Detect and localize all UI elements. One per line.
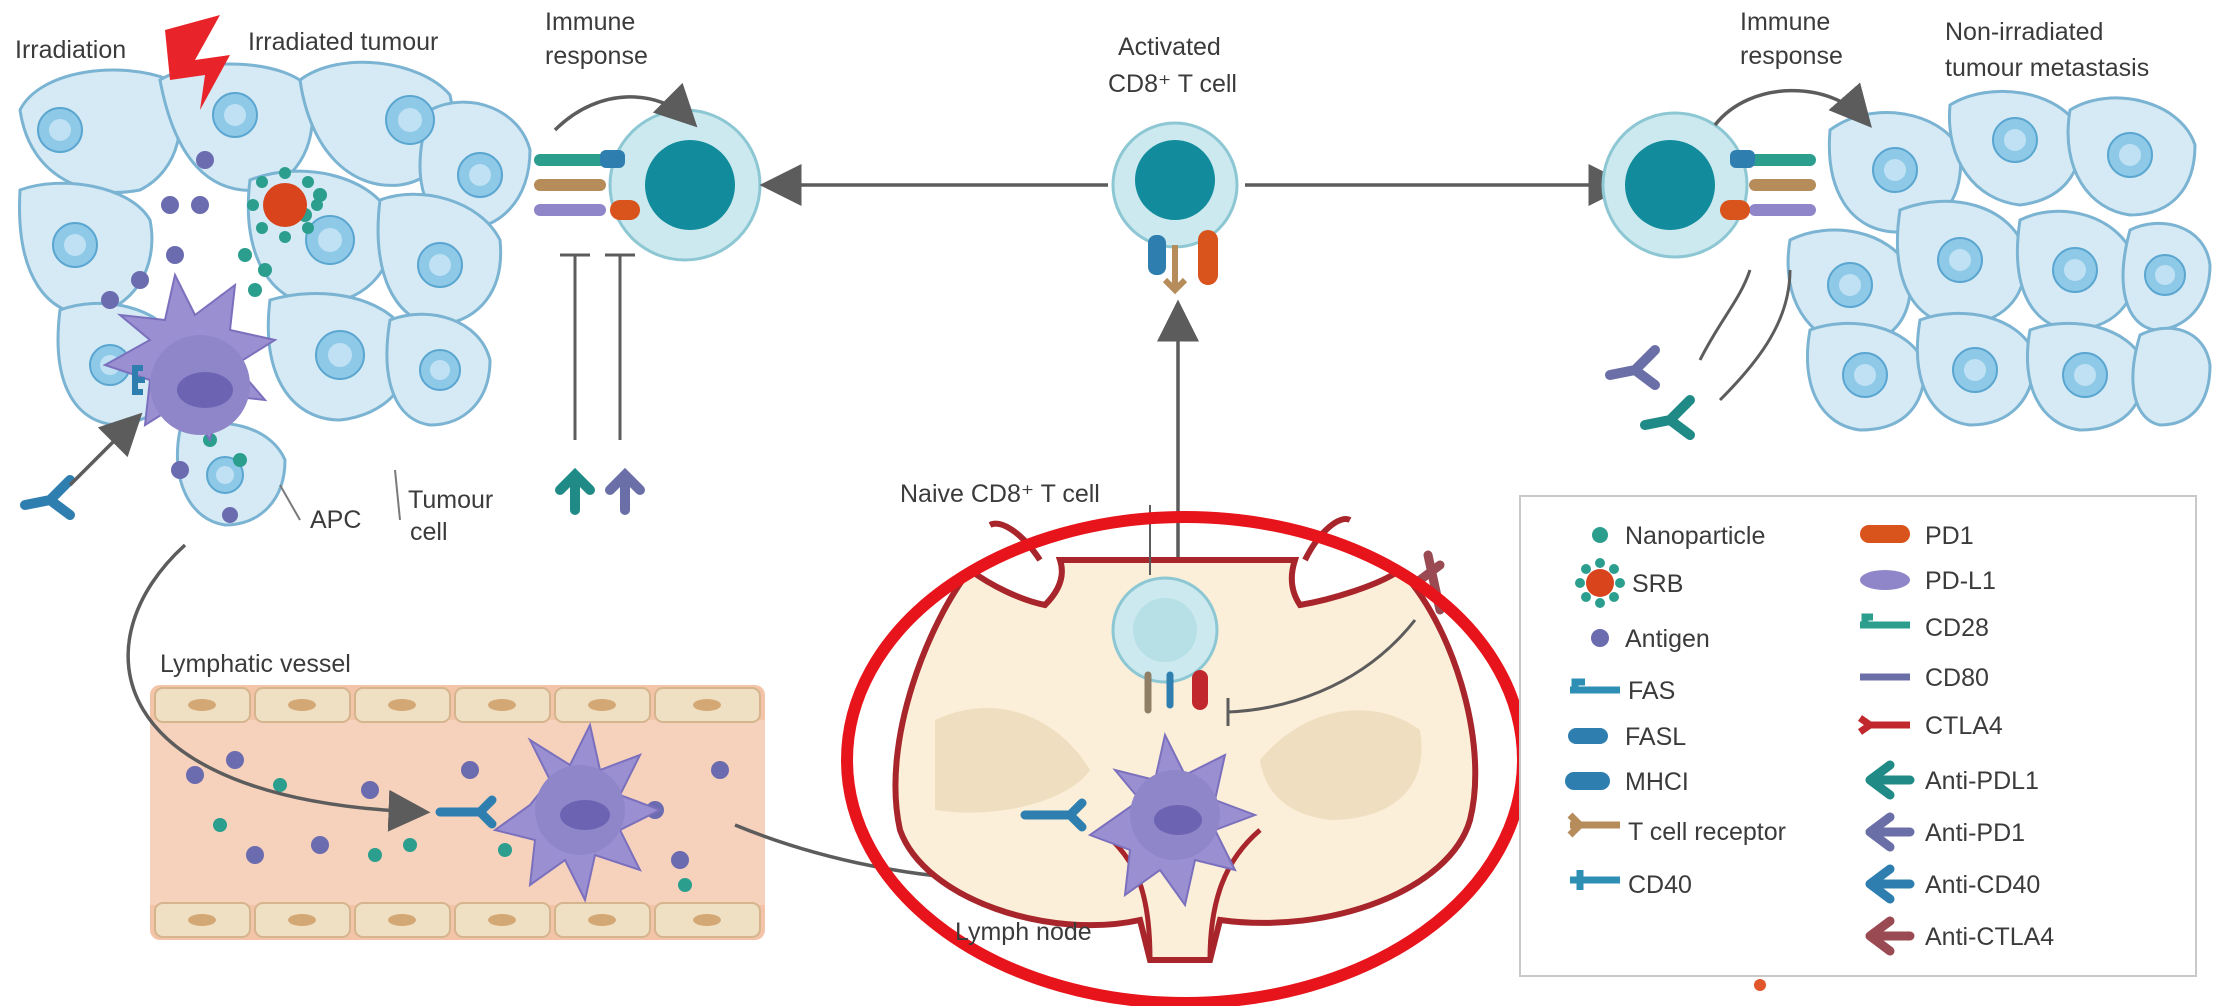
legend-label-pdl1: PD-L1 (1925, 567, 1996, 595)
legend-label-cd80: CD80 (1925, 664, 1989, 692)
legend-label-anti-ctla4: Anti-CTLA4 (1925, 923, 2054, 951)
label-immune-response-right-line2: response (1740, 42, 1843, 70)
legend: Nanoparticle SRB Antigen FAS FASL MHCI T… (1520, 496, 2196, 976)
irradiated-tumour-cluster (20, 15, 530, 525)
legend-label-fas: FAS (1628, 677, 1675, 705)
anti-pdl1-antibody-right (1645, 400, 1690, 435)
anti-cd40-antibody (25, 480, 70, 515)
legend-label-anti-pd1: Anti-PD1 (1925, 819, 2025, 847)
label-naive-tcell: Naive CD8⁺ T cell (900, 480, 1100, 508)
legend-label-nanoparticle: Nanoparticle (1625, 522, 1765, 550)
label-activated-line1: Activated (1118, 33, 1221, 61)
label-non-irradiated-line1: Non-irradiated (1945, 18, 2103, 46)
anti-pd1-antibody-right (1610, 350, 1655, 385)
label-activated-line2: CD8⁺ T cell (1108, 70, 1237, 98)
legend-label-srb: SRB (1632, 570, 1683, 598)
legend-label-antigen: Antigen (1625, 625, 1710, 653)
label-tumour-cell-line2: cell (410, 518, 448, 546)
srb-icon (1575, 558, 1625, 608)
center-activated-tcell (1113, 123, 1237, 290)
legend-label-fasl: FASL (1625, 723, 1686, 751)
anti-pd1-antibody (610, 475, 640, 510)
label-tumour-cell-line1: Tumour (408, 486, 493, 514)
fasl-icon (1568, 728, 1608, 744)
label-non-irradiated-line2: tumour metastasis (1945, 54, 2149, 82)
label-immune-response-right-line1: Immune (1740, 8, 1830, 36)
srb-particle (247, 167, 323, 243)
legend-label-anti-pdl1: Anti-PDL1 (1925, 767, 2039, 795)
left-activated-tcell (540, 110, 760, 260)
pd1-icon (1860, 525, 1910, 543)
legend-label-mhci: MHCI (1625, 768, 1689, 796)
pdl1-icon (1860, 570, 1910, 590)
legend-label-cd28: CD28 (1925, 614, 1989, 642)
anti-pdl1-antibody (560, 475, 590, 510)
legend-label-tcr: T cell receptor (1628, 818, 1786, 846)
antigen-icon (1591, 629, 1609, 647)
mhci-icon (1565, 772, 1610, 790)
legend-label-cd40: CD40 (1628, 871, 1692, 899)
label-irradiated-tumour: Irradiated tumour (248, 28, 438, 56)
legend-label-anti-cd40: Anti-CD40 (1925, 871, 2040, 899)
label-immune-response-left-line1: Immune (545, 8, 635, 36)
right-activated-tcell (1603, 113, 1810, 257)
nanoparticle-icon (1592, 527, 1608, 543)
label-immune-response-left-line2: response (545, 42, 648, 70)
label-lymph-node: Lymph node (955, 918, 1092, 946)
lymphatic-vessel (150, 685, 765, 940)
label-irradiation: Irradiation (15, 36, 126, 64)
label-lymphatic-vessel: Lymphatic vessel (160, 650, 351, 678)
legend-label-ctla4: CTLA4 (1925, 712, 2003, 740)
metastasis-cluster (1788, 91, 2210, 430)
label-apc: APC (310, 506, 361, 534)
legend-label-pd1: PD1 (1925, 522, 1974, 550)
